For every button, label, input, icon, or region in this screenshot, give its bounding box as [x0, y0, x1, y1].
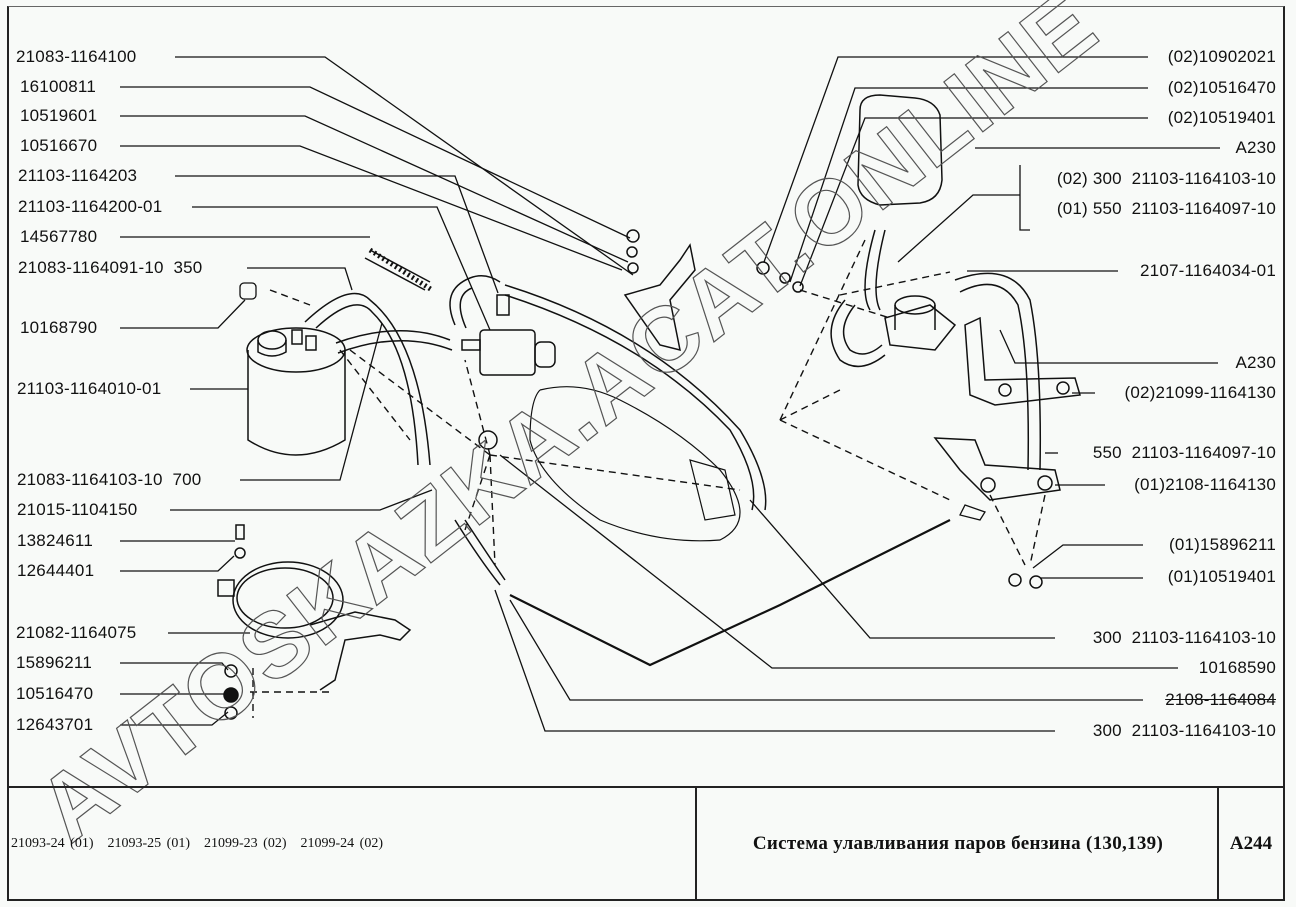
model-code: 21099-23 (02) [204, 835, 287, 851]
callout-right: 300 21103-1164103-10 [1092, 628, 1276, 647]
hoses [304, 229, 1042, 586]
brackets [623, 243, 1081, 501]
callout-left: 10168790 [20, 318, 98, 337]
model-code: 21093-24 (01) [11, 835, 94, 851]
callout-left: 15896211 [16, 653, 92, 672]
callout-left: 21083-1164091-10 350 [18, 258, 203, 277]
callout-right: A230 [1235, 138, 1276, 157]
clip [239, 282, 257, 300]
callout-left: 10516470 [16, 684, 94, 703]
fuel-tank [529, 386, 741, 542]
fuel-pipe [509, 519, 951, 667]
valve [461, 294, 556, 376]
callout-right: (01)10519401 [1167, 567, 1276, 586]
callout-left: 12643701 [16, 715, 94, 734]
callout-left: 21103-1164010-01 [17, 379, 162, 398]
callout-left: 10519601 [20, 106, 98, 125]
callout-right: (01) 550 21103-1164097-10 [1056, 199, 1276, 218]
callout-left: 21083-1164103-10 700 [17, 470, 202, 489]
callout-left: 21082-1164075 [16, 623, 137, 642]
callout-right: (02)10519401 [1167, 108, 1276, 127]
title-block: 21093-24 (01) 21093-25 (01) 21099-23 (02… [7, 786, 1285, 901]
callout-left: 14567780 [20, 227, 98, 246]
callout-right: A230 [1235, 353, 1276, 372]
callout-left: 21103-1164200-01 [18, 197, 163, 216]
callout-left: 16100811 [20, 77, 96, 96]
callout-right: 300 21103-1164103-10 [1092, 721, 1276, 740]
callout-left: 12644401 [17, 561, 95, 580]
tank-clamp [217, 561, 412, 691]
model-code: 21093-25 (01) [107, 835, 191, 851]
model-code: 21099-24 (02) [300, 835, 384, 851]
callout-left: 21103-1164203 [18, 166, 138, 185]
callout-right: 10168590 [1198, 658, 1276, 677]
callout-right: 550 21103-1164097-10 [1092, 443, 1276, 462]
leader-lines-right [494, 56, 1220, 732]
page-code: A244 [1217, 788, 1283, 899]
fasteners [223, 229, 1070, 720]
callout-right: (01)15896211 [1168, 535, 1276, 554]
callout-right: (01)2108-1164130 [1134, 475, 1276, 494]
callout-left: 21015-1104150 [17, 500, 138, 519]
callout-right: (02) 300 21103-1164103-10 [1056, 169, 1276, 188]
callout-left: 10516670 [20, 136, 98, 155]
callout-right: (02)10516470 [1167, 78, 1276, 97]
diagram-title: Система улавливания паров бензина (130,1… [695, 788, 1219, 899]
leader-lines-left [120, 56, 634, 726]
applicable-models: 21093-24 (01) 21093-25 (01) 21099-23 (02… [7, 788, 695, 899]
callout-right: (02)10902021 [1167, 47, 1276, 66]
callout-left: 13824611 [17, 531, 93, 550]
separator [857, 94, 943, 330]
assembly-arrows [250, 239, 1046, 718]
drawing-frame [7, 6, 1285, 901]
callout-right: 2107-1164034-01 [1140, 261, 1276, 280]
callout-right: (02)21099-1164130 [1124, 383, 1276, 402]
canister [246, 327, 346, 456]
callout-left: 21083-1164100 [16, 47, 137, 66]
callout-right-superseded: 2108-1164084 [1165, 690, 1276, 709]
